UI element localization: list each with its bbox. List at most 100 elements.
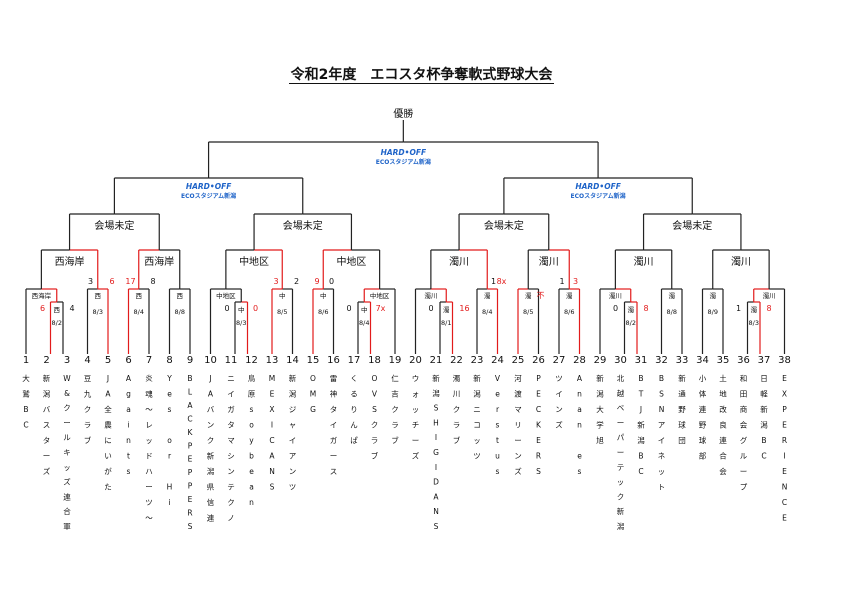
team-number: 1 xyxy=(23,355,29,366)
team-name: 河渡マリーンズ xyxy=(514,374,522,476)
r2-date: 8/3 xyxy=(93,308,103,316)
team-number: 24 xyxy=(491,355,504,366)
score-23: 1 xyxy=(491,277,496,286)
r2-venue: 濁 xyxy=(525,291,532,300)
score-6: 17 xyxy=(125,277,135,286)
team-number: 28 xyxy=(573,355,586,366)
team-number: 30 xyxy=(614,355,627,366)
score-3: 4 xyxy=(69,304,74,313)
tournament-title: 令和2年度 エコスタ杯争奪軟式野球大会 xyxy=(288,67,555,84)
r1-date: 8/1 xyxy=(441,319,451,327)
team-number: 19 xyxy=(389,355,402,366)
score-11: 0 xyxy=(224,304,229,313)
r2-date: 8/8 xyxy=(175,308,185,316)
score-28: 3 xyxy=(573,277,578,286)
score-7: 8 xyxy=(150,277,155,286)
score-30: 0 xyxy=(613,304,618,313)
r3-venue: 西海岸 xyxy=(55,255,85,268)
score-12: 0 xyxy=(253,304,258,313)
r2-date: 8/4 xyxy=(482,308,492,316)
team-number: 22 xyxy=(450,355,463,366)
team-number: 9 xyxy=(187,355,193,366)
team-name: W&クールキッズ連合軍 xyxy=(63,374,71,531)
team-name: 小体連野球部 xyxy=(699,374,707,461)
team-number: 33 xyxy=(676,355,689,366)
team-name: 濁川クラブ xyxy=(453,373,461,445)
score-5: 6 xyxy=(109,277,114,286)
r2-date: 8/8 xyxy=(667,308,677,316)
team-number: 27 xyxy=(553,355,566,366)
team-name: 新潟バスターズ xyxy=(43,373,51,476)
logo-ecostadium: ECOスタジアム新潟 xyxy=(570,192,625,200)
score-27: 1 xyxy=(559,277,564,286)
team-name: 新潟大学旭 xyxy=(596,373,604,445)
score-2: 6 xyxy=(40,304,45,313)
r2-venue: 濁川 xyxy=(609,291,622,300)
r2-venue: 西 xyxy=(177,292,184,300)
team-number: 20 xyxy=(409,355,422,366)
r2-date: 8/6 xyxy=(564,308,574,316)
team-name: 雷神タイガース xyxy=(330,374,338,476)
team-number: 34 xyxy=(696,355,709,366)
r2-venue: 中 xyxy=(320,291,327,300)
team-name: ニイガタマシンテクノ xyxy=(227,374,235,523)
logo-hardoff: HARD•OFF xyxy=(381,148,427,157)
team-number: 26 xyxy=(532,355,545,366)
team-number: 36 xyxy=(737,355,750,366)
team-number: 10 xyxy=(204,355,217,366)
score-21: 0 xyxy=(428,304,433,313)
logo-ecostadium: ECOスタジアム新潟 xyxy=(376,158,431,166)
r2-date: 8/6 xyxy=(318,308,328,316)
r1-date: 8/2 xyxy=(52,319,62,327)
r3-venue: 濁川 xyxy=(539,256,559,268)
score-25: 不 xyxy=(537,291,545,300)
team-name: ウォッチーズ xyxy=(412,374,420,461)
r2-venue: 西 xyxy=(95,292,102,300)
r2-venue: 中地区 xyxy=(370,291,390,300)
team-name: くるりんぱ xyxy=(350,374,358,445)
team-number: 17 xyxy=(348,355,361,366)
team-number: 4 xyxy=(84,355,90,366)
team-number: 2 xyxy=(43,355,49,366)
team-name: 新潟ニコッツ xyxy=(473,373,481,461)
r2-venue: 中地区 xyxy=(216,291,236,300)
team-number: 18 xyxy=(368,355,381,366)
team-number: 23 xyxy=(471,355,484,366)
r1-venue: 西 xyxy=(54,306,61,314)
r3-venue: 西海岸 xyxy=(144,255,174,268)
score-22: 16 xyxy=(459,304,469,313)
r3-venue: 濁川 xyxy=(634,256,654,268)
r2-venue: 濁 xyxy=(484,291,491,300)
logo-ecostadium: ECOスタジアム新潟 xyxy=(181,192,236,200)
r1-date: 8/3 xyxy=(749,319,759,327)
team-name: 北越ベーパーテック新潟 xyxy=(617,374,625,531)
qf-venue: 会場未定 xyxy=(94,219,134,232)
r1-date: 8/2 xyxy=(626,319,636,327)
team-name: 豆九クラブ xyxy=(84,374,92,445)
r2-date: 8/5 xyxy=(523,308,533,316)
r2-venue: 西海岸 xyxy=(32,291,52,300)
qf-venue: 会場未定 xyxy=(672,219,712,232)
r2-venue: 濁 xyxy=(669,291,676,300)
team-number: 29 xyxy=(594,355,607,366)
team-number: 14 xyxy=(286,355,299,366)
score-17: 0 xyxy=(346,304,351,313)
team-number: 31 xyxy=(635,355,648,366)
team-number: 6 xyxy=(125,355,131,366)
score-31: 8 xyxy=(643,304,648,313)
score-15: 9 xyxy=(314,277,319,286)
r1-venue: 中 xyxy=(361,305,368,314)
